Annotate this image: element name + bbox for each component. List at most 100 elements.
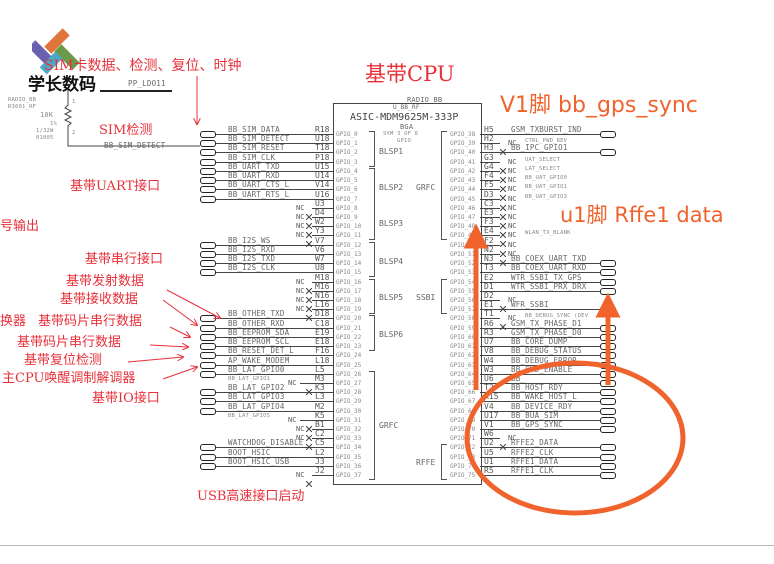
chip-sym-sub: GPIO [397,138,412,144]
gpio-label: GPIO_4 [336,167,358,175]
gpio-label: GPIO_5 [336,177,358,185]
signal-label: AP_WAKE_MODEM [228,355,290,365]
signal-label: BB_HOST_RDY [511,383,563,393]
ball-label: L16 [315,300,330,310]
block-label: BLSP2 [379,183,404,192]
nc-label: NC [296,212,305,221]
gpio-label: GPIO_48 [450,223,476,231]
block-label: RFFE [416,458,436,467]
gpio-label: GPIO_56 [450,296,476,304]
nc-label: NC [296,222,305,231]
signal-label: BB_SIM_RESET [228,143,285,153]
signal-label: BB_BUA_SIM [511,410,559,420]
signal-label: BB_I2S_RXD [228,244,276,254]
signal-label: BB_OTHER_RXD [228,318,285,328]
net-port [600,278,616,286]
net-port [600,131,616,138]
ball-label: W7 [315,254,325,264]
annotation-uart: 基带UART接口 [70,179,161,194]
signal-label: BB_WAKE_HOST_L [511,392,578,402]
net-pp-ldo11: PP_LDO11 [128,79,166,88]
ball-label: F2 [484,235,494,245]
net-port [600,462,616,470]
ball-label: T3 [484,263,494,273]
pin-wire [480,419,600,421]
ball-label: F16 [315,346,330,356]
resistor-package: 01005 [36,135,54,141]
gpio-label: GPIO_50 [450,241,476,249]
annotation-reset-det: 基带复位检测 [24,353,103,368]
logo-mark-icon [28,28,80,75]
signal-label: BB_ [511,373,526,383]
ball-label: W6 [484,429,494,439]
page-divider [0,545,774,546]
ball-label: W3 [484,364,494,374]
ball-label: E19 [315,327,330,337]
no-connect-x-icon [305,288,313,304]
gpio-label: GPIO_19 [336,306,362,314]
gpio-label: GPIO_49 [450,232,476,240]
pin-wire [480,456,600,458]
ball-label: M16 [315,281,330,291]
pin-wire [480,373,600,375]
gpio-label: GPIO_31 [336,416,362,424]
ball-label: V7 [315,235,325,245]
ball-label: K3 [315,383,325,393]
signal-label: BB_DEBUG_SYNC (DEV [525,313,589,320]
net-port [200,149,216,157]
pin-wire [312,438,333,440]
pin-wire [480,327,600,329]
pin-wire [480,189,500,191]
gpio-label: GPIO_20 [336,315,362,323]
no-connect-x-icon [305,306,313,322]
ball-label: V14 [315,180,330,190]
annotation-sim-detect: SIM检测 [99,123,153,138]
gpio-label: GPIO_15 [336,269,362,277]
signal-label: BB_I2S_TXD [228,254,276,264]
ball-label: U6 [484,373,494,383]
pin-wire [312,290,333,292]
nc-label: NC [288,415,297,424]
pin-wire [214,152,333,154]
group-bracket [441,131,447,241]
pin-wire [214,447,333,449]
net-port [200,250,216,258]
pin-wire [480,281,600,283]
signal-label: BB_LAT_GPIO0 [228,364,285,374]
pin-wire [214,410,333,412]
no-connect-x-icon [499,214,507,230]
ball-label: W4 [484,355,494,365]
signal-label: BB_DEBUG_STATUS [511,346,582,356]
gpio-label: GPIO_67 [450,398,476,406]
ball-label: E18 [315,337,330,347]
net-port [200,407,216,415]
no-connect-x-icon [499,251,507,267]
annotation-converter: 换器 [0,314,27,329]
block-label: SSBI [416,293,436,302]
net-port [200,195,216,203]
ball-label: D4 [315,207,325,217]
nc-label: NC [296,434,305,443]
no-connect-x-icon [499,196,507,211]
pin-wire [214,272,333,274]
ball-label: R6 [484,318,494,328]
pin-wire [312,207,333,209]
gpio-label: GPIO_2 [336,149,358,157]
pin-wire [480,475,600,477]
signal-label: BB_LAT_GPIO1 [228,375,271,382]
nc-label: NC [508,231,517,240]
signal-label: BB_EEPROM_SCL [228,337,290,347]
gpio-label: GPIO_73 [450,453,476,461]
gpio-label: GPIO_58 [450,315,476,323]
signal-label: BB_UAT_GPIO0 [525,175,568,182]
ball-label: D3 [484,189,494,199]
annotation-chip-serial-1: 基带码片串行数据 [38,314,143,329]
net-port [200,260,216,268]
no-connect-x-icon [305,297,313,313]
gpio-label: GPIO_23 [336,343,362,351]
nc-label: NC [296,471,305,480]
ball-label: N16 [315,290,330,300]
annotation-wake: 主CPU唤醒调制解调器 [2,371,136,386]
gpio-label: GPIO_18 [336,296,362,304]
ball-label: G4 [484,161,494,171]
